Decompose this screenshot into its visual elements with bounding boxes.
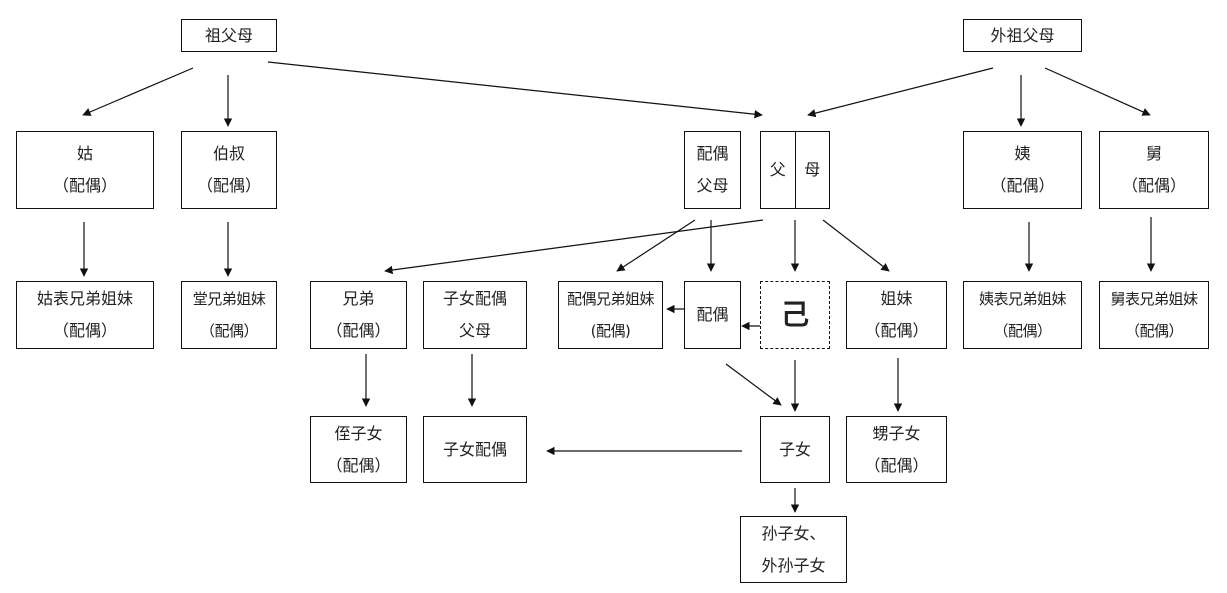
node-label: 伯叔 [212,144,245,163]
node-parents: 父母 [760,131,830,209]
node-maternal-uncle-cousins: 舅表兄弟姐妹 （配偶） [1099,281,1209,349]
node-label: 子女配偶 [442,289,507,308]
node-label: 外祖父母 [990,25,1055,45]
node-label: （配偶） [864,321,929,340]
node-maternal-aunt-cousins: 姨表兄弟姐妹 （配偶） [963,281,1082,349]
node-parents-mother: 母 [794,132,830,208]
node-label: 姑表兄弟姐妹 [36,289,133,308]
node-label: 己 [780,298,809,331]
arrow-grandparents-to-paternal-aunt [82,67,194,116]
arrow-maternal-grandparents-to-parents [807,67,994,118]
node-label: 子女 [778,439,811,459]
arrow-spouse-parents-to-spouse-siblings [616,219,696,272]
node-label: 姨表兄弟姐妹 [978,290,1067,308]
node-label: 姑 [76,144,93,163]
node-spouse-parents: 配偶父母 [684,131,741,209]
node-label: 祖父母 [204,25,253,45]
node-label: （配偶） [326,321,391,340]
node-maternal-aunt: 姨 （配偶） [963,131,1082,209]
node-paternal-aunt: 姑 （配偶） [16,131,154,209]
node-nephews-nieces-sister: 甥子女 （配偶） [846,416,947,483]
node-label: 配偶 [696,144,729,163]
node-label: 舅 [1145,144,1162,163]
node-label: 父母 [458,321,491,340]
node-self: 己 [760,281,830,349]
node-label: 子女配偶 [442,439,507,459]
node-label: 甥子女 [872,423,921,443]
node-label: 兄弟 [342,289,375,308]
node-child-spouse-parents: 子女配偶父母 [423,281,527,349]
node-maternal-grandparents: 外祖父母 [963,19,1082,52]
arrow-parents-to-brothers [384,219,764,275]
node-grandparents: 祖父母 [181,19,277,52]
node-label: （配偶） [990,176,1055,195]
arrow-grandparents-to-parents [267,61,763,119]
node-children: 子女 [760,416,830,483]
node-brothers: 兄弟 （配偶） [310,281,407,349]
node-spouse: 配偶 [684,281,741,349]
node-label: 侄子女 [334,423,383,443]
node-label: 堂兄弟姐妹 [192,290,266,308]
node-label: （配偶） [1124,322,1184,340]
node-paternal-aunt-cousins: 姑表兄弟姐妹 （配偶） [16,281,154,349]
node-label: (配偶) [590,322,631,340]
node-paternal-uncles: 伯叔 （配偶） [181,131,277,209]
node-sisters: 姐妹 （配偶） [846,281,947,349]
node-label: 配偶 [696,305,729,324]
node-label: （配偶） [326,455,391,475]
node-child-spouse: 子女配偶 [423,416,527,483]
node-label: 外孙子女 [761,555,826,575]
node-label: 父母 [696,176,729,195]
node-label: （配偶） [52,176,117,195]
node-label: （配偶） [864,455,929,475]
node-label: （配偶） [993,322,1052,340]
node-parents-father: 父 [769,160,786,179]
node-label: （配偶） [52,321,117,340]
node-paternal-cousins: 堂兄弟姐妹 （配偶） [181,281,277,349]
node-label: 舅表兄弟姐妹 [1110,290,1198,308]
node-label: （配偶） [196,176,261,195]
node-label: （配偶） [1121,176,1186,195]
arrow-maternal-grandparents-to-maternal-uncle [1044,67,1151,116]
node-label: 姐妹 [880,289,913,308]
arrow-spouse-to-children [725,363,782,406]
node-maternal-uncle: 舅 （配偶） [1099,131,1209,209]
node-label: 配偶兄弟姐妹 [566,290,655,308]
node-spouse-siblings: 配偶兄弟姐妹 (配偶) [558,281,663,349]
arrow-parents-to-sisters [822,219,890,272]
node-label: 孙子女、 [761,523,826,543]
node-label: 姨 [1014,144,1031,163]
node-label: （配偶） [199,322,259,340]
node-nephews-nieces-brother: 侄子女 （配偶） [310,416,407,483]
node-grandchildren: 孙子女、外孙子女 [740,516,847,583]
